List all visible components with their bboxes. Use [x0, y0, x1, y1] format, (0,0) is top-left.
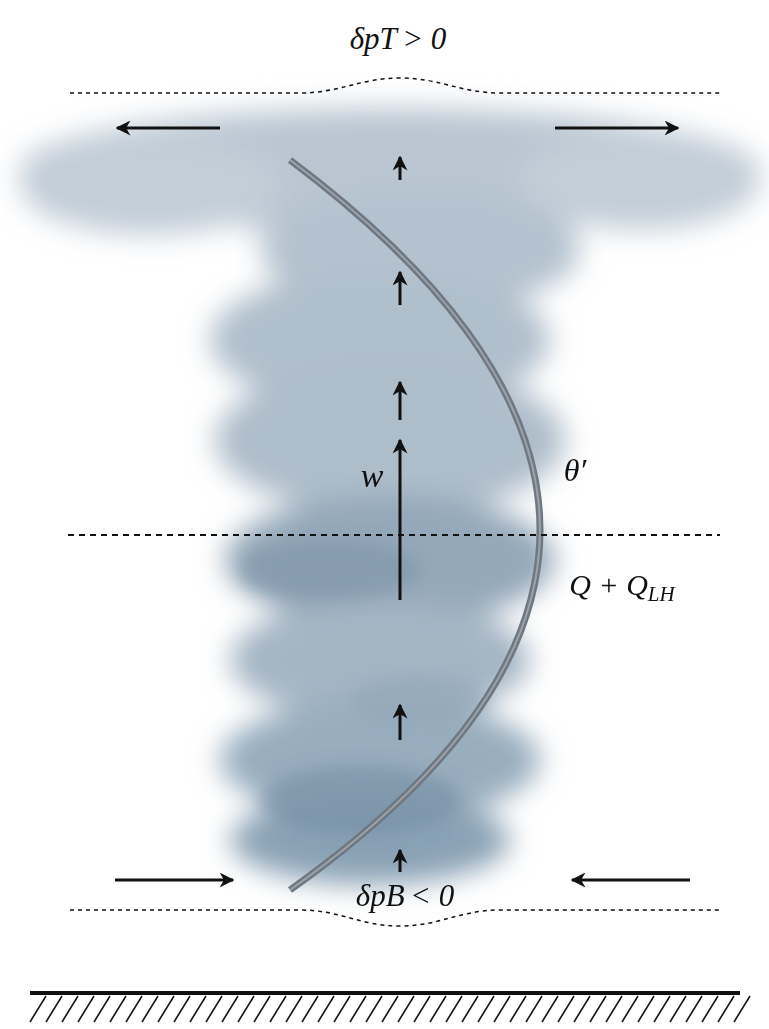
theta-label: θ′ — [564, 454, 587, 486]
theta-profile — [290, 160, 540, 890]
heating-label: Q + QLH — [569, 570, 674, 600]
cloud-body — [20, 108, 760, 885]
mid-level-line — [68, 534, 720, 536]
pressure-bottom-label: δpB < 0 — [356, 880, 454, 911]
inflow-arrow — [115, 879, 233, 882]
vertical-velocity-label: w — [361, 459, 384, 493]
pressure-top-label: δpT > 0 — [350, 23, 447, 54]
outflow-arrow — [117, 127, 220, 130]
outflow-arrow — [555, 127, 678, 130]
bottom-pressure-line — [70, 910, 720, 926]
inflow-arrow — [572, 879, 690, 882]
updraft-arrows — [399, 157, 402, 872]
ground-hatch — [30, 996, 750, 1022]
top-pressure-line — [70, 78, 720, 93]
theta-profile-highlight — [290, 160, 540, 890]
ground-line — [30, 991, 740, 995]
cloud-shading — [240, 540, 490, 835]
